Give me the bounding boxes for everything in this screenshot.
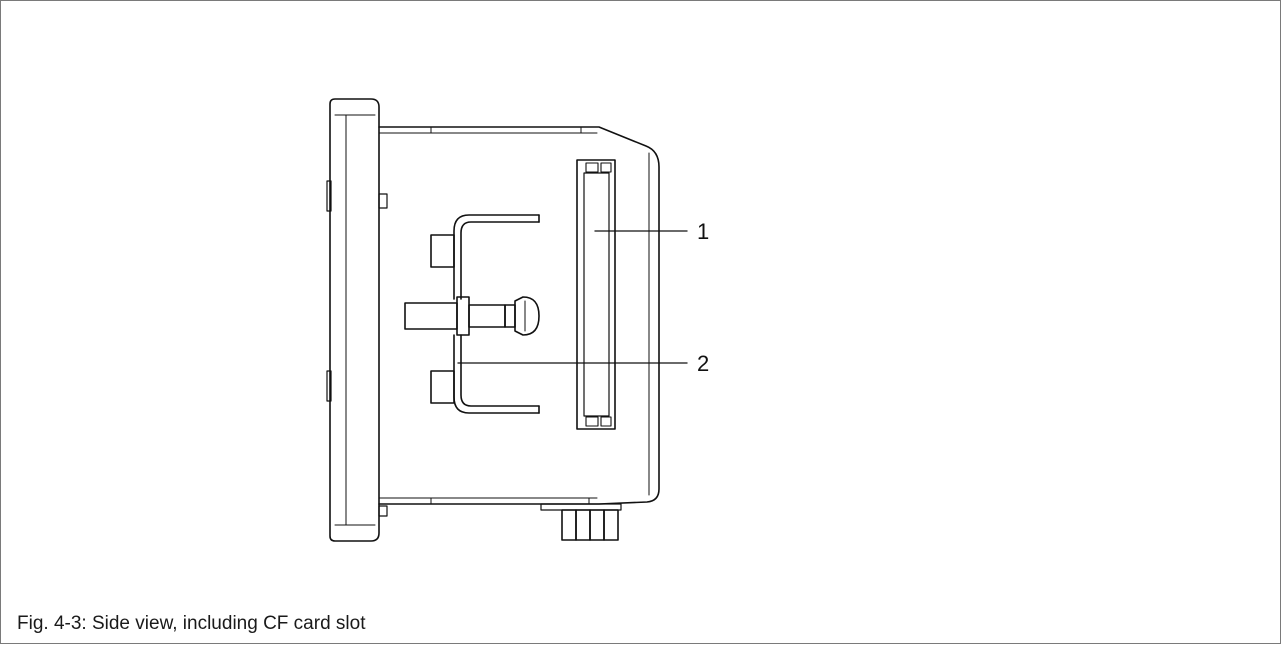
mounting-bracket [404,214,540,414]
front-bezel [326,98,380,542]
figure-caption: Fig. 4-3: Side view, including CF card s… [17,613,366,634]
bottom-connector [540,503,622,541]
cf-card-slot [576,159,616,430]
callout-1-label: 1 [697,219,710,244]
callout-2-label: 2 [697,351,710,376]
housing-body [378,126,660,517]
